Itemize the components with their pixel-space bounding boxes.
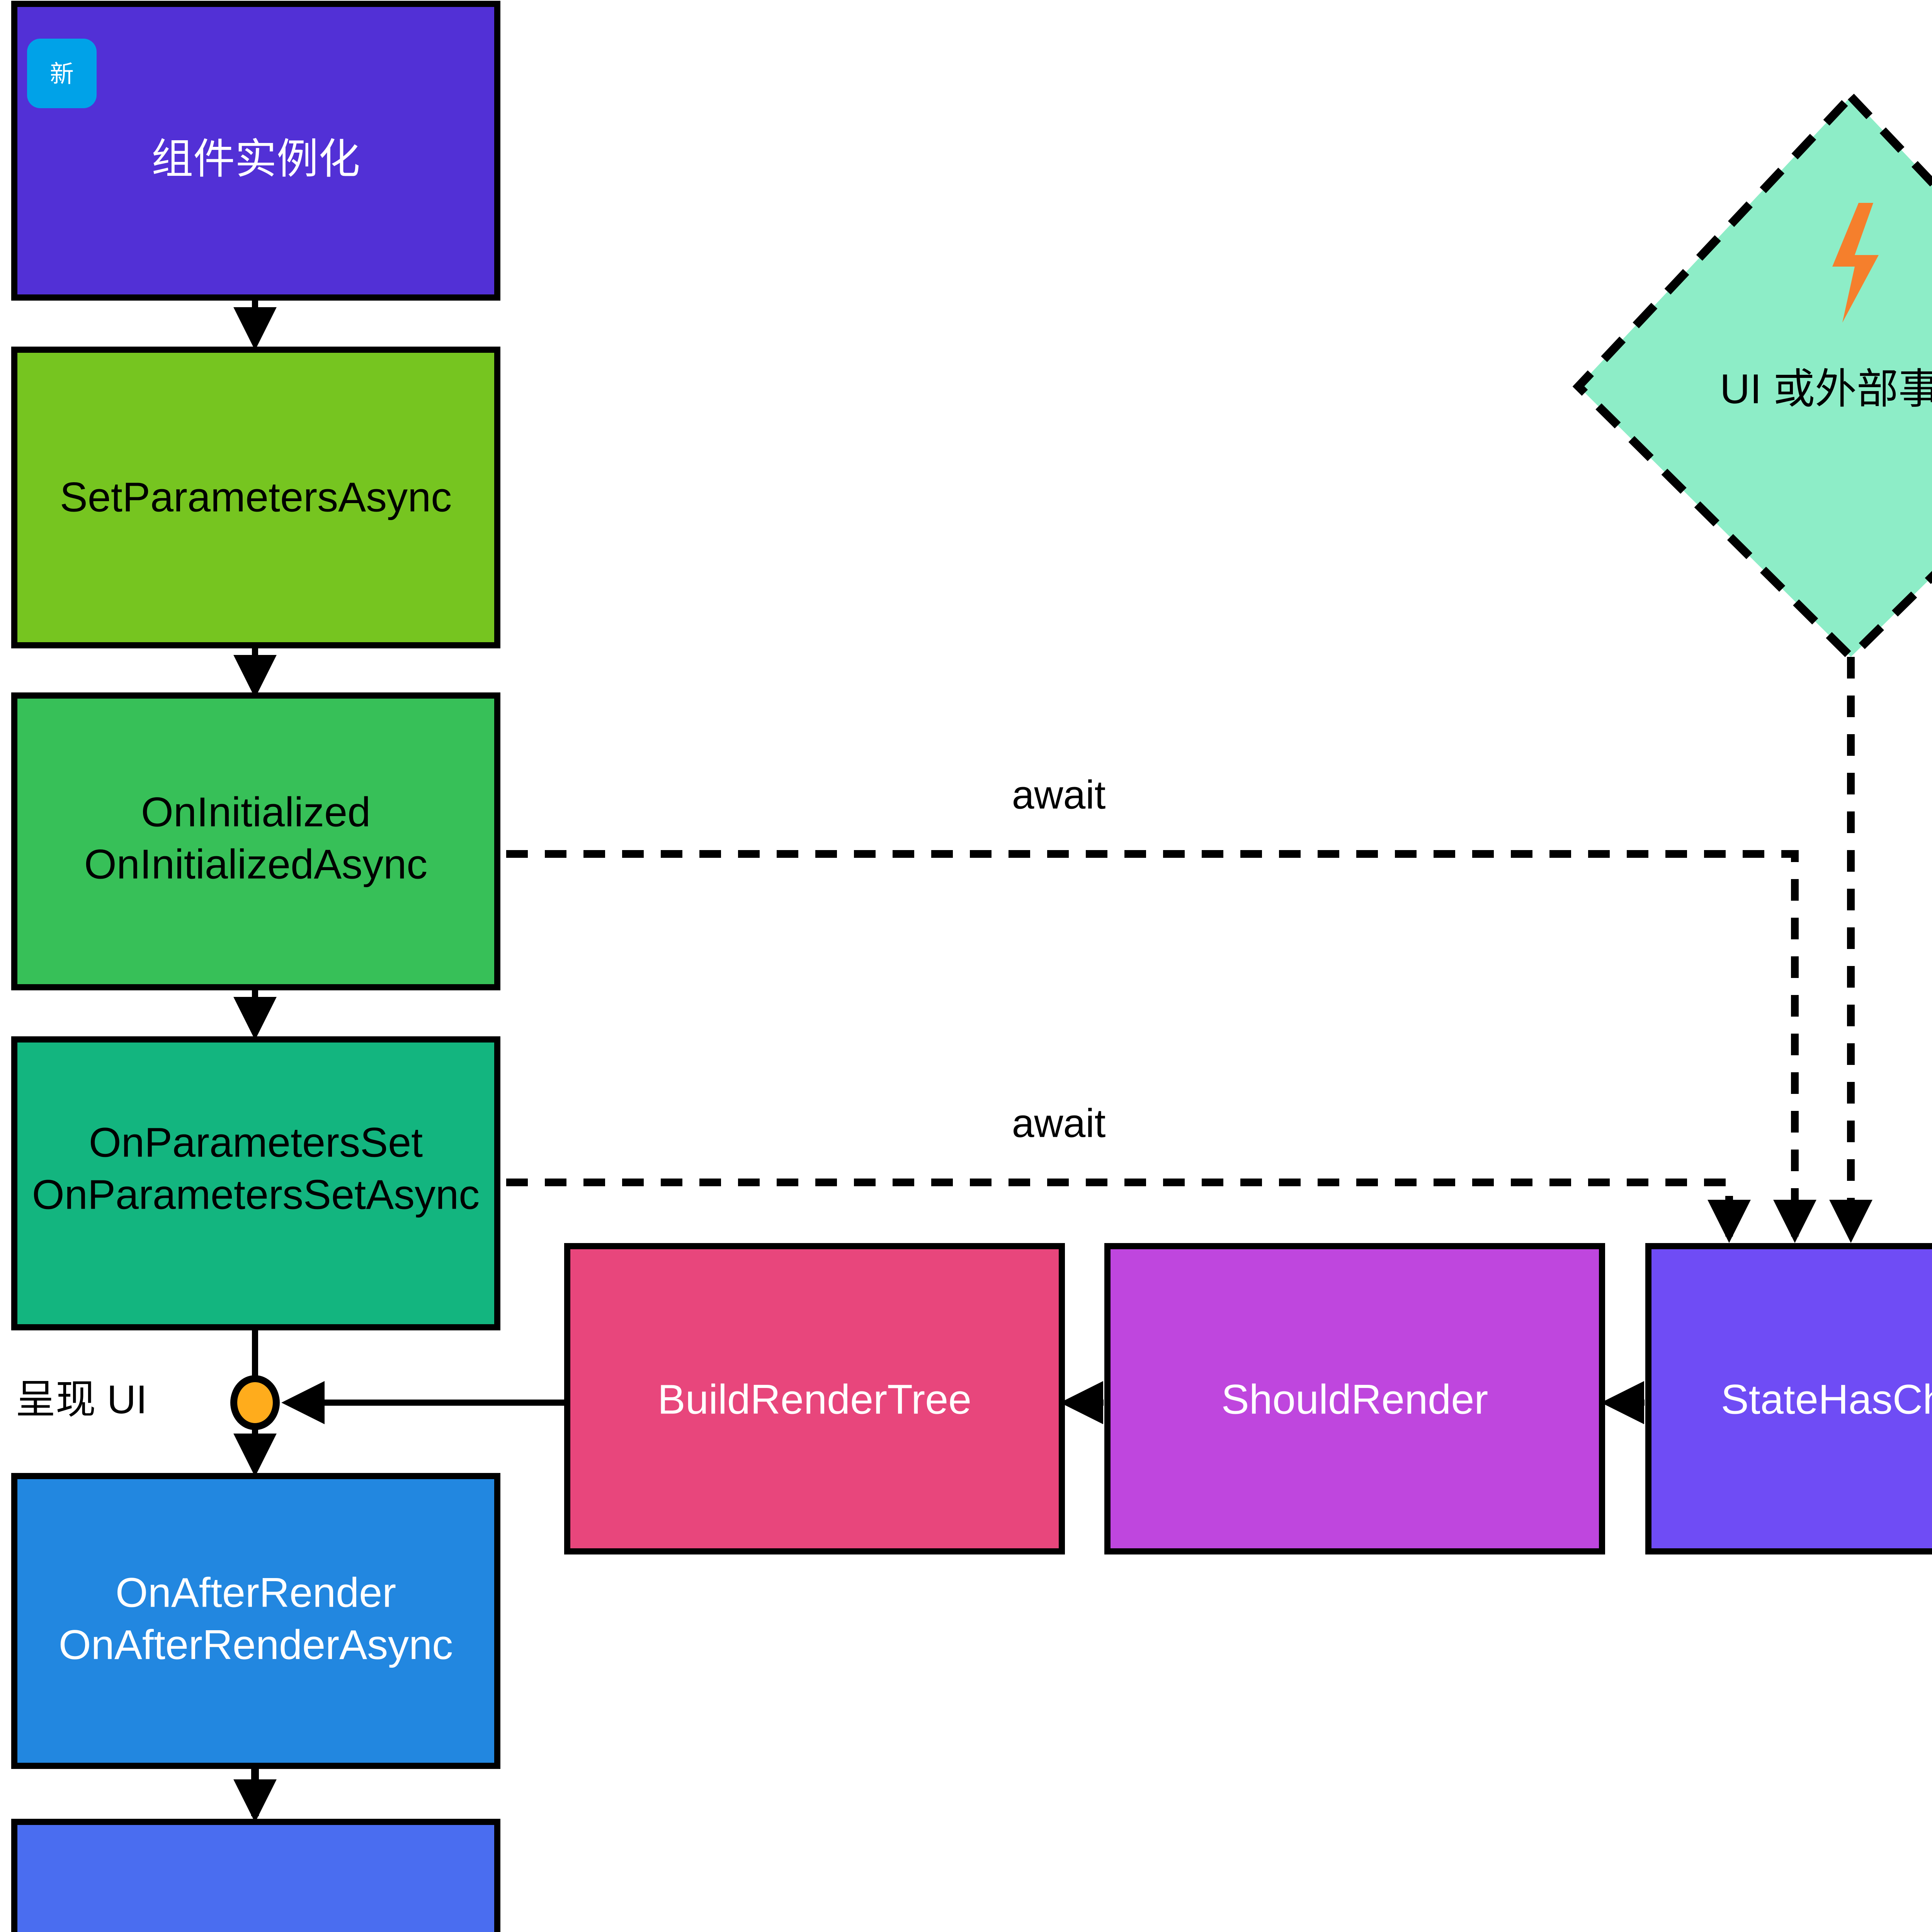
on-initialized-box[interactable]: [11, 692, 500, 990]
edge-label-await-bottom: await: [1012, 1101, 1106, 1146]
build-render-tree-label: BuildRenderTree: [658, 1376, 971, 1423]
node-render-ui-junction[interactable]: 呈现 UI: [15, 1375, 280, 1430]
render-ui-label: 呈现 UI: [15, 1377, 147, 1422]
should-render-label: ShouldRender: [1221, 1376, 1488, 1423]
node-set-parameters-async[interactable]: SetParametersAsync: [11, 347, 500, 648]
set-parameters-async-label: SetParametersAsync: [60, 474, 452, 520]
on-after-render-label-line2: OnAfterRenderAsync: [59, 1621, 453, 1668]
lightning-bolt-icon: [1832, 203, 1879, 323]
on-initialized-label-line2: OnInitializedAsync: [84, 841, 427, 888]
on-initialized-label-line1: OnInitialized: [141, 789, 371, 835]
component-instantiation-label: 组件实例化: [151, 136, 360, 182]
dispose-async-box[interactable]: [11, 1819, 500, 1932]
build-render-tree-box[interactable]: [564, 1243, 1065, 1554]
edge-label-await-top: await: [1012, 772, 1106, 817]
component-instantiation-box[interactable]: [11, 1, 500, 301]
new-badge: [27, 39, 97, 108]
set-parameters-async-box[interactable]: [11, 347, 500, 648]
on-parameters-set-label-line1: OnParametersSet: [89, 1119, 423, 1166]
node-on-initialized[interactable]: OnInitialized OnInitializedAsync: [11, 692, 500, 990]
on-after-render-box[interactable]: [11, 1473, 500, 1769]
node-build-render-tree[interactable]: BuildRenderTree: [564, 1243, 1065, 1554]
node-component-instantiation[interactable]: 新 组件实例化: [11, 1, 500, 301]
node-on-parameters-set[interactable]: OnParametersSet OnParametersSetAsync: [11, 1036, 500, 1330]
ui-event-label: UI 或外部事件: [1720, 366, 1932, 412]
node-ui-or-external-event[interactable]: UI 或外部事件: [1572, 90, 1932, 663]
node-on-after-render[interactable]: OnAfterRender OnAfterRenderAsync: [11, 1473, 500, 1769]
edge-oninitialized-to-statehaschanged: [506, 850, 1816, 1243]
state-has-changed-box[interactable]: [1645, 1243, 1932, 1554]
render-ui-dot[interactable]: [230, 1375, 280, 1430]
state-has-changed-label: StateHasChanged: [1721, 1376, 1932, 1423]
new-badge-label: 新: [50, 61, 74, 87]
edge-onparametersset-to-statehaschanged: [506, 1179, 1751, 1243]
on-parameters-set-box[interactable]: [11, 1036, 500, 1330]
node-should-render[interactable]: ShouldRender: [1104, 1243, 1605, 1554]
node-dispose-async[interactable]: 释放 DisposeAsync: [11, 1819, 500, 1932]
should-render-box[interactable]: [1104, 1243, 1605, 1554]
on-parameters-set-label-line2: OnParametersSetAsync: [32, 1171, 480, 1218]
on-after-render-label-line1: OnAfterRender: [116, 1569, 396, 1616]
ui-event-diamond[interactable]: [1572, 90, 1932, 663]
node-state-has-changed[interactable]: StateHasChanged: [1645, 1243, 1932, 1554]
